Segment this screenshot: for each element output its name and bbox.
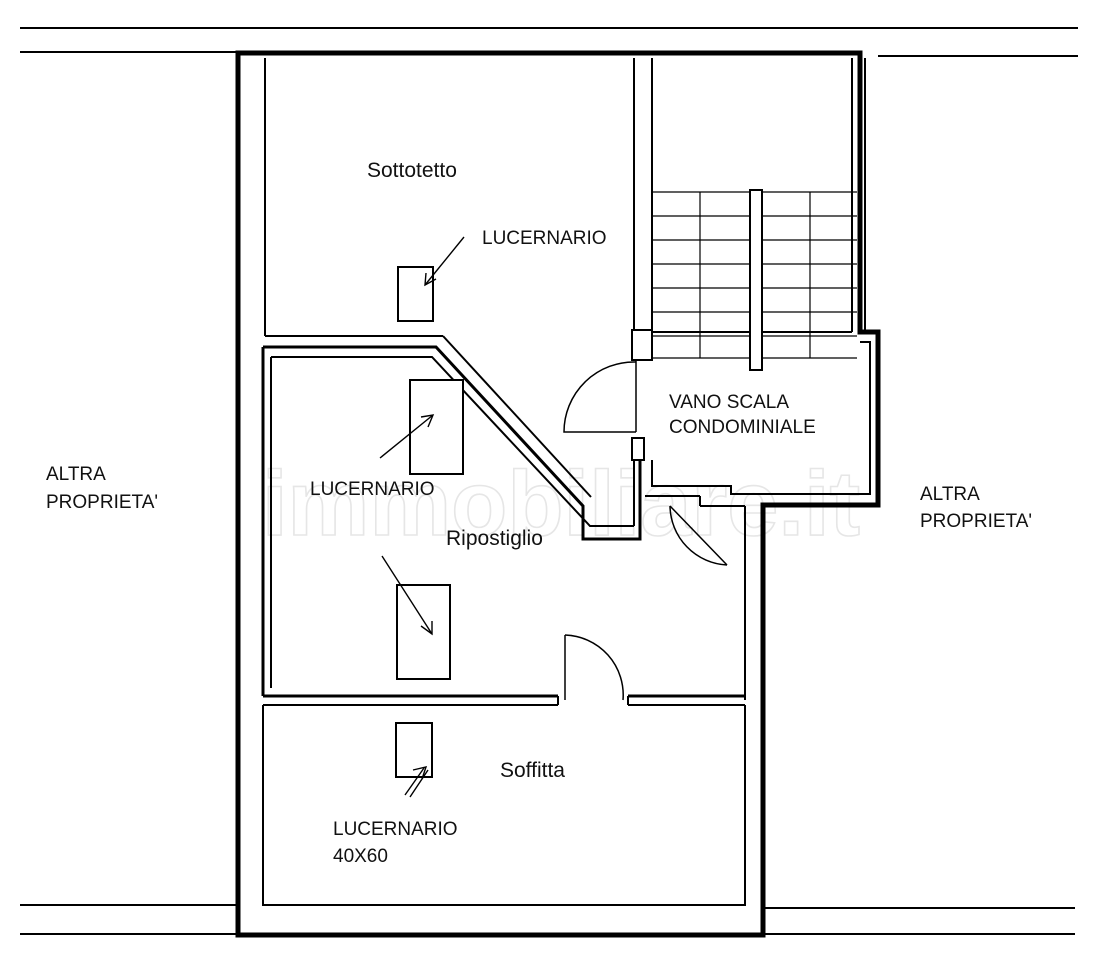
- skylight-sottotetto: [397, 266, 434, 322]
- label-vano-scala-line2: CONDOMINIALE: [669, 417, 816, 438]
- leader-arrows: [379, 236, 465, 798]
- label-altra-proprieta-left-line1: ALTRA: [46, 464, 106, 485]
- room-label-soffitta: Soffitta: [500, 759, 565, 782]
- label-lucernario-bottom-line1: LUCERNARIO: [333, 819, 458, 840]
- label-altra-proprieta-left-line2: PROPRIETA': [46, 492, 158, 513]
- label-altra-proprieta-right-line2: PROPRIETA': [920, 511, 1032, 532]
- room-label-sottotetto: Sottotetto: [367, 159, 457, 182]
- label-lucernario-bottom-line2: 40X60: [333, 846, 388, 867]
- outer-wall: [235, 50, 881, 938]
- stair-treads: [631, 189, 857, 461]
- label-lucernario-top: LUCERNARIO: [482, 228, 607, 249]
- label-lucernario-mid: LUCERNARIO: [310, 479, 435, 500]
- label-altra-proprieta-right-line1: ALTRA: [920, 484, 980, 505]
- label-vano-scala-line1: VANO SCALA: [669, 392, 789, 413]
- room-label-ripostiglio: Ripostiglio: [446, 527, 543, 550]
- neighbor-boundaries: [20, 27, 1078, 935]
- inner-walls: [261, 58, 871, 906]
- skylights: [395, 266, 464, 778]
- doors: [563, 360, 728, 701]
- skylight-soffitta: [395, 722, 433, 778]
- skylight-ripostiglio-lower: [396, 584, 451, 680]
